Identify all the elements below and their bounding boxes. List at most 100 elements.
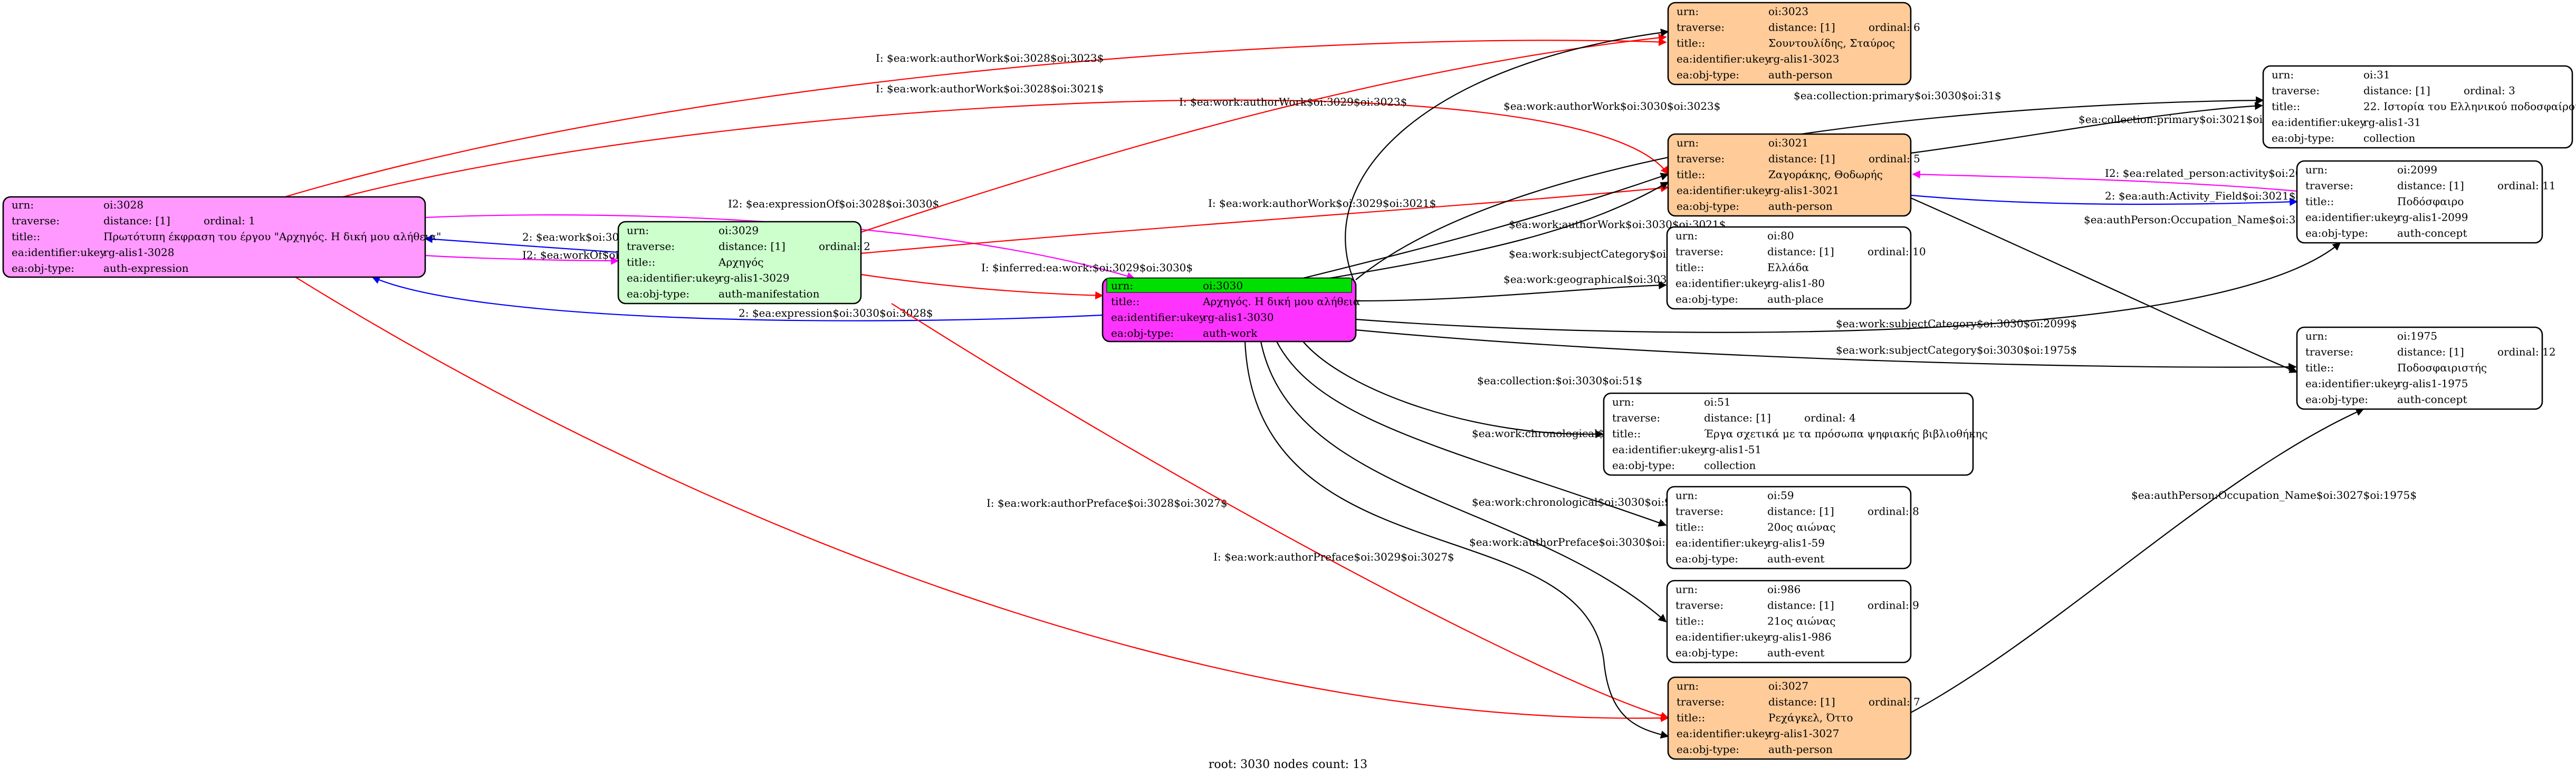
field-key: ea:obj-type: <box>1677 743 1739 756</box>
field-value: rg-alis1-1975 <box>2397 377 2468 390</box>
edge-3030-2099-line <box>1355 242 2341 333</box>
edge-3028-3021-line <box>342 99 1669 198</box>
edge-label: $ea:collection:primary$oi:3021$oi:31$ <box>2079 113 2286 126</box>
field-value: auth-event <box>1767 647 1824 659</box>
edge-3030-3027: $ea:work:authorPreface$oi:3030$oi:3027$ <box>1244 341 1699 739</box>
field-value: Ελλάδα <box>1767 261 1809 274</box>
edge-3029-3023: I: $ea:work:authorWork$oi:3029$oi:3023$ <box>860 33 1667 233</box>
edge-3030-3021-author-line <box>1303 173 1669 279</box>
field-value: 21ος αιώνας <box>1767 615 1836 628</box>
field-value: auth-concept <box>2397 393 2467 406</box>
node-box <box>2 196 426 278</box>
field-value: distance: [1] <box>2397 179 2464 192</box>
field-key: title:: <box>1677 37 1705 50</box>
edge-3030-3021-subject-line <box>1329 182 1669 279</box>
field-value: distance: [1] <box>2363 84 2430 97</box>
field-value: rg-alis1-3023 <box>1768 53 1839 65</box>
field-key: traverse: <box>2272 84 2320 97</box>
field-key: urn: <box>2305 164 2328 176</box>
field-key: traverse: <box>2305 179 2353 192</box>
field-key: urn: <box>2272 69 2294 81</box>
field-value: oi:31 <box>2363 69 2390 81</box>
edge-3029-3027: I: $ea:work:authorPreface$oi:3029$oi:302… <box>891 303 1669 720</box>
field-ordinal: ordinal: 10 <box>1868 245 1926 258</box>
field-key: ea:identifier:ukey <box>1675 537 1770 549</box>
edge-label: I: $ea:work:authorWork$oi:3028$oi:3023$ <box>876 52 1104 64</box>
field-key: traverse: <box>1612 412 1660 424</box>
field-key: ea:obj-type: <box>627 288 690 300</box>
field-key: ea:identifier:ukey <box>12 246 106 259</box>
edge-3021-31: $ea:collection:primary$oi:3021$oi:31$ <box>1910 102 2286 154</box>
edge-3028-3023: I: $ea:work:authorWork$oi:3028$oi:3023$ <box>284 37 1667 198</box>
edge-3030-986: $ea:work:chronological$oi:3030$oi:986$ <box>1260 341 1691 623</box>
field-key: ea:identifier:ukey <box>1677 53 1771 65</box>
field-ordinal: ordinal: 6 <box>1869 21 1920 34</box>
field-value: auth-person <box>1768 743 1833 756</box>
field-value: distance: [1] <box>1768 21 1835 34</box>
edge-label: I: $ea:work:authorWork$oi:3029$oi:3021$ <box>1208 197 1436 210</box>
node-box <box>1667 676 1912 760</box>
edge-label: I2: $ea:expressionOf$oi:3028$oi:3030$ <box>728 197 939 210</box>
field-value: distance: [1] <box>1768 696 1835 708</box>
field-value: rg-alis1-3028 <box>103 246 174 259</box>
node-box <box>617 221 862 305</box>
field-key: title:: <box>627 256 655 269</box>
edge-3030-1975: $ea:work:subjectCategory$oi:3030$oi:1975… <box>1355 329 2297 371</box>
edge-3021-31-line <box>1910 102 2263 154</box>
field-value: rg-alis1-3021 <box>1768 184 1839 197</box>
field-key: traverse: <box>627 240 675 253</box>
field-value: rg-alis1-80 <box>1767 277 1825 290</box>
field-value: auth-manifestation <box>719 288 820 300</box>
field-key: title:: <box>1677 712 1705 724</box>
edge-label: I: $ea:work:authorPreface$oi:3028$oi:302… <box>987 497 1228 509</box>
field-key: ea:obj-type: <box>1675 647 1738 659</box>
field-value: oi:51 <box>1704 396 1731 409</box>
field-value: distance: [1] <box>2397 346 2464 358</box>
field-key: urn: <box>1612 396 1634 409</box>
edge-label: I: $ea:work:authorWork$oi:3029$oi:3023$ <box>1179 96 1407 108</box>
field-key: ea:identifier:ukey <box>1677 184 1771 197</box>
field-key: ea:obj-type: <box>1677 200 1739 213</box>
field-key: urn: <box>12 198 34 211</box>
field-value: Αρχηγός <box>718 256 764 269</box>
edge-label: $ea:collection:$oi:3030$oi:51$ <box>1477 374 1642 387</box>
field-value: oi:3023 <box>1768 5 1808 18</box>
field-key: urn: <box>1677 5 1699 18</box>
field-value: rg-alis1-2099 <box>2397 211 2468 224</box>
node-box <box>2262 65 2573 149</box>
field-value: 22. Ιστορία του Ελληνικού ποδοσφαίρου <box>2363 100 2576 113</box>
field-value: Σουντουλίδης, Σταύρος <box>1768 37 1895 50</box>
edge-3028-3027: I: $ea:work:authorPreface$oi:3028$oi:302… <box>295 277 1669 722</box>
field-value: Ποδόσφαιρο <box>2397 195 2464 208</box>
field-key: ea:identifier:ukey <box>1675 277 1770 290</box>
field-key: title:: <box>1675 521 1704 534</box>
field-value: oi:59 <box>1767 489 1794 502</box>
edge-label: $ea:work:authorWork$oi:3030$oi:3023$ <box>1504 100 1720 112</box>
field-value: distance: [1] <box>1768 153 1835 165</box>
field-ordinal: ordinal: 8 <box>1868 505 1919 518</box>
field-key: ea:identifier:ukey <box>1675 631 1770 643</box>
edge-3021-2099: 2: $ea:auth:Activity_Field$oi:3021$oi:20… <box>1910 189 2342 206</box>
edge-3030-3028-expression-line <box>371 276 1103 321</box>
field-value: oi:2099 <box>2397 164 2437 176</box>
field-key: traverse: <box>1675 599 1723 612</box>
edge-3028-3023-line <box>284 37 1667 198</box>
field-key: urn: <box>1675 489 1698 502</box>
field-key: traverse: <box>12 214 60 227</box>
edge-3029-3021: I: $ea:work:authorWork$oi:3029$oi:3021$ <box>860 184 1669 254</box>
